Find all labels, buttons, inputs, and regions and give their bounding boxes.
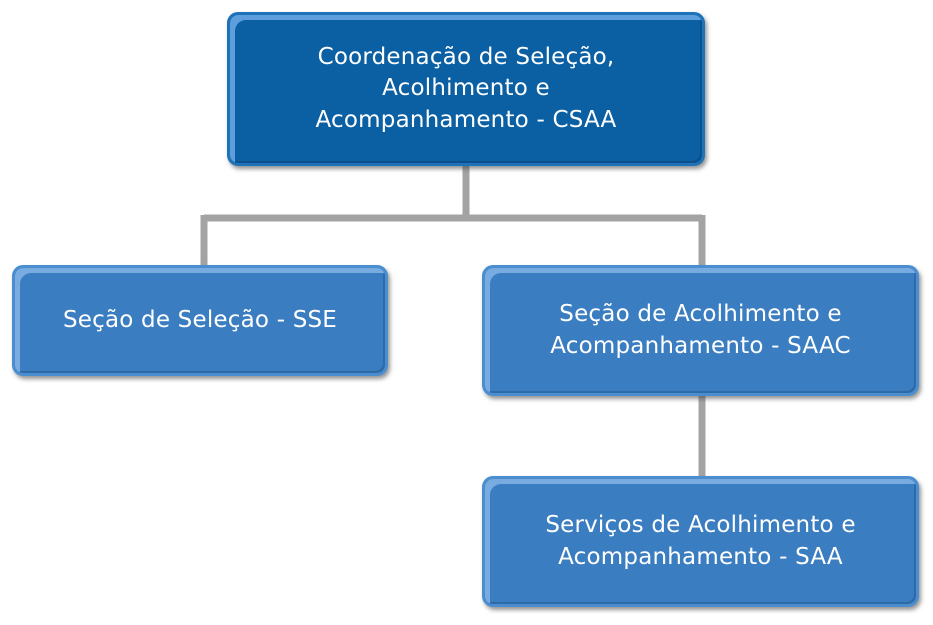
node-csaa-line-2: Acolhimento e: [382, 75, 550, 102]
node-csaa-line-1: Coordenação de Seleção,: [317, 44, 615, 71]
node-csaa-label: Coordenação de Seleção, Acolhimento e Ac…: [316, 42, 617, 136]
node-saa-line-1: Serviços de Acolhimento e: [545, 512, 856, 539]
node-saa: Serviços de Acolhimento e Acompanhamento…: [482, 476, 919, 607]
node-sse-line-1: Seção de Seleção - SSE: [62, 306, 338, 333]
node-saac: Seção de Acolhimento e Acompanhamento - …: [482, 265, 919, 396]
node-csaa-line-3: Acompanhamento - CSAA: [315, 106, 617, 133]
node-saa-label: Serviços de Acolhimento e Acompanhamento…: [545, 510, 855, 573]
node-saa-line-2: Acompanhamento - SAA: [558, 543, 843, 570]
node-saac-label: Seção de Acolhimento e Acompanhamento - …: [550, 299, 851, 362]
node-saac-line-1: Seção de Acolhimento e: [559, 301, 842, 328]
node-sse-label: Seção de Seleção - SSE: [63, 305, 337, 336]
node-csaa: Coordenação de Seleção, Acolhimento e Ac…: [227, 12, 705, 166]
node-saac-line-2: Acompanhamento - SAAC: [550, 332, 851, 359]
node-sse: Seção de Seleção - SSE: [12, 265, 388, 376]
